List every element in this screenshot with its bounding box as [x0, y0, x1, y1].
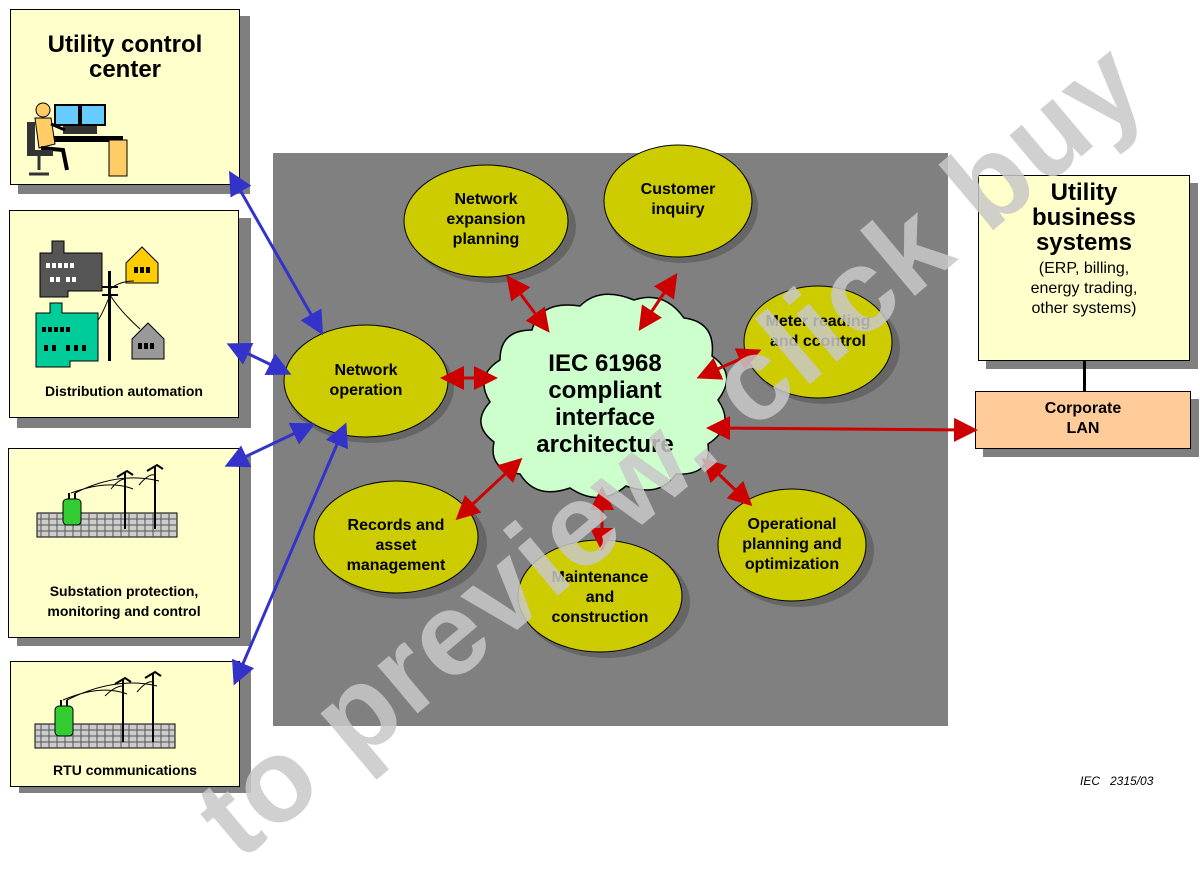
network-operation-label: Network operation — [329, 362, 403, 399]
substation-label-line2: monitoring and control — [47, 603, 201, 619]
records-label: Records and asset management — [346, 517, 446, 574]
corporate-lan-box: Corporate LAN — [975, 391, 1191, 449]
oval-meter-reading — [743, 285, 893, 399]
substation-box: Substation protection, monitoring and co… — [8, 448, 240, 638]
oval-operational-planning — [717, 488, 867, 602]
business-lan-connector — [1083, 361, 1086, 391]
substation-icon — [36, 463, 178, 538]
business-systems-detail-3: other systems) — [1031, 300, 1137, 317]
operational-planning-label: Operational planning and optimization — [742, 516, 842, 573]
utility-control-center-box: Utility control center — [10, 9, 240, 185]
rtu-icon — [34, 670, 176, 749]
maintenance-label: Maintenance and construction — [551, 569, 649, 626]
distribution-buildings-icon — [35, 240, 165, 368]
business-systems-box: Utility business systems (ERP, billing, … — [978, 175, 1190, 361]
meter-reading-label: Meter reading and ccontrol — [765, 313, 871, 350]
diagram-graphics — [224, 144, 978, 686]
oval-customer-inquiry — [603, 144, 753, 258]
business-systems-detail-1: (ERP, billing, — [1038, 260, 1130, 277]
corporate-lan-label: Corporate LAN — [1044, 400, 1122, 437]
substation-label-line1: Substation protection, — [49, 583, 199, 599]
figure-id: IEC 2315/03 — [1080, 774, 1154, 788]
oval-network-expansion — [403, 164, 569, 278]
operator-workstation-icon — [27, 102, 128, 177]
interface-cloud-label: IEC 61968 compliant interface architectu… — [536, 350, 674, 458]
distribution-automation-label: Distribution automation — [45, 383, 203, 399]
network-expansion-label: Network expansion planning — [446, 191, 526, 248]
utility-control-center-label: Utility control center — [47, 31, 203, 83]
distribution-automation-box: Distribution automation — [9, 210, 239, 418]
rtu-box: RTU communications — [10, 661, 240, 787]
business-systems-title: Utility business systems — [1031, 179, 1137, 256]
business-systems-detail-2: energy trading, — [1030, 280, 1138, 297]
customer-inquiry-label: Customer inquiry — [640, 181, 716, 218]
rtu-label: RTU communications — [53, 762, 197, 778]
